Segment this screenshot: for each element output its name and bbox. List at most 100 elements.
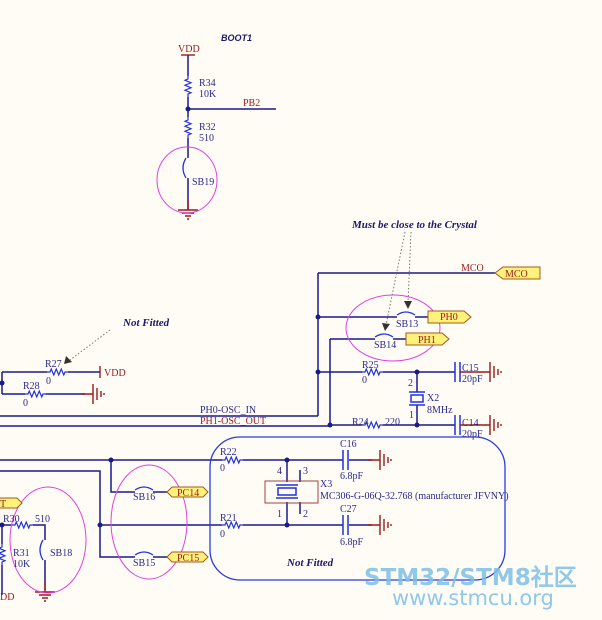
r21-value: 0 <box>220 529 225 540</box>
sb13-sb14-highlight <box>345 294 441 362</box>
sb19-jumper-gap <box>184 158 192 178</box>
x3-outline <box>264 480 319 504</box>
c15-capacitor <box>454 362 461 382</box>
port-ph0-shape[interactable] <box>427 310 472 324</box>
c27-value: 6.8pF <box>340 537 364 548</box>
r34-ref: R34 <box>199 78 216 89</box>
arrow-to-sb13 <box>407 231 412 304</box>
sb15-sb16-highlight <box>110 464 188 580</box>
sb15-jumper <box>134 551 154 556</box>
vdd-bottom-label: DD <box>0 592 14 603</box>
note-arrows <box>69 231 412 361</box>
x3-crystal-plates <box>276 484 298 499</box>
r32-ref: R32 <box>199 122 216 133</box>
osc-out-net-label: PH1-OSC_OUT <box>200 416 266 427</box>
arrow-to-sb14 <box>385 231 406 326</box>
x3-pin3: 3 <box>303 466 308 477</box>
r22-ref: R22 <box>220 447 237 458</box>
c16-value: 6.8pF <box>340 471 364 482</box>
lower-wires <box>0 459 372 558</box>
r27-value: 0 <box>46 376 51 387</box>
arrowheads <box>64 301 412 364</box>
crystal-wires <box>318 371 455 426</box>
c16-capacitor <box>342 450 349 470</box>
r28-value: 0 <box>23 398 28 409</box>
components <box>0 54 502 602</box>
sb16-jumper-gap <box>135 488 153 496</box>
sb19-ref: SB19 <box>192 177 214 188</box>
r21-ref: R21 <box>220 513 237 524</box>
junction-dot <box>284 522 290 528</box>
arrow-to-r27 <box>69 329 111 361</box>
cap-ground-wires <box>460 371 478 426</box>
port-left-shape[interactable] <box>0 497 23 509</box>
watermark-url: www.stmcu.org <box>392 586 554 610</box>
x3-pin2: 2 <box>303 509 308 520</box>
port-mco-shape[interactable] <box>494 266 541 280</box>
c14-capacitor <box>454 415 461 435</box>
r22-resistor <box>222 455 243 465</box>
r32-value: 510 <box>199 133 214 144</box>
r27-resistor <box>47 367 68 377</box>
port-pc14-shape[interactable] <box>166 486 209 498</box>
r32-resistor <box>183 117 193 138</box>
junction-dot <box>315 314 321 320</box>
r30-resistor <box>12 520 33 530</box>
r24-value: 220 <box>385 417 400 428</box>
not-fitted-note-2: Not Fitted <box>286 557 334 569</box>
c27-ref: C27 <box>340 504 357 515</box>
junction-dot <box>284 457 290 463</box>
junction-dot <box>315 369 321 375</box>
c15-ground-icon <box>478 362 502 382</box>
x3-pin4: 4 <box>277 466 282 477</box>
r27-ref: R27 <box>45 359 62 370</box>
c14-ref: C14 <box>462 418 479 429</box>
x2-pin1: 1 <box>409 410 414 421</box>
r34-value: 10K <box>199 89 217 100</box>
r28-resistor <box>25 389 46 399</box>
port-left-label: T <box>0 499 6 510</box>
sb13-jumper <box>396 311 416 316</box>
c27-ground-icon <box>368 515 392 535</box>
port-pc14-label: PC14 <box>177 488 199 499</box>
c14-value: 20pF <box>462 429 483 440</box>
junction-dot <box>108 457 114 463</box>
sb19-highlight <box>156 146 218 214</box>
sb16-jumper <box>134 486 154 491</box>
sb14-jumper <box>374 333 394 338</box>
junction-dot <box>327 422 333 428</box>
r28-ref: R28 <box>23 381 40 392</box>
osc-in-net-label: PH0-OSC_IN <box>200 405 256 416</box>
sb13-jumper-gap <box>397 313 415 321</box>
ports <box>0 266 541 563</box>
c27-capacitor <box>342 515 349 535</box>
boot1-title: BOOT1 <box>221 33 252 43</box>
port-pc15-shape[interactable] <box>166 551 209 563</box>
junction-dot <box>0 522 5 528</box>
x2-pin2: 2 <box>408 378 413 389</box>
sb19-ground-icon <box>178 200 198 220</box>
x3-value: MC306-G-06Q-32.768 (manufacturer JFVNY) <box>320 491 509 502</box>
port-mco-label: MCO <box>505 269 528 280</box>
sb-wires <box>318 316 428 340</box>
x3-pin1: 1 <box>277 509 282 520</box>
junction-dot <box>414 369 420 375</box>
port-ph0-label: PH0 <box>440 312 458 323</box>
osc-wires <box>0 272 495 427</box>
c14-ground-icon <box>478 415 502 435</box>
port-ph1-shape[interactable] <box>405 332 450 346</box>
r25-resistor <box>362 367 383 377</box>
c15-ref: C15 <box>462 363 479 374</box>
sb18-jumper <box>39 539 44 561</box>
port-pc15-label: PC15 <box>177 553 199 564</box>
x3-ref: X3 <box>320 479 332 490</box>
wires <box>0 55 495 595</box>
r22-value: 0 <box>220 463 225 474</box>
junction-dot <box>414 422 420 428</box>
junctions <box>0 106 420 528</box>
r30-ref: R30 <box>3 514 20 525</box>
r28-ground-icon <box>81 384 105 404</box>
x2-value: 8MHz <box>427 405 453 416</box>
